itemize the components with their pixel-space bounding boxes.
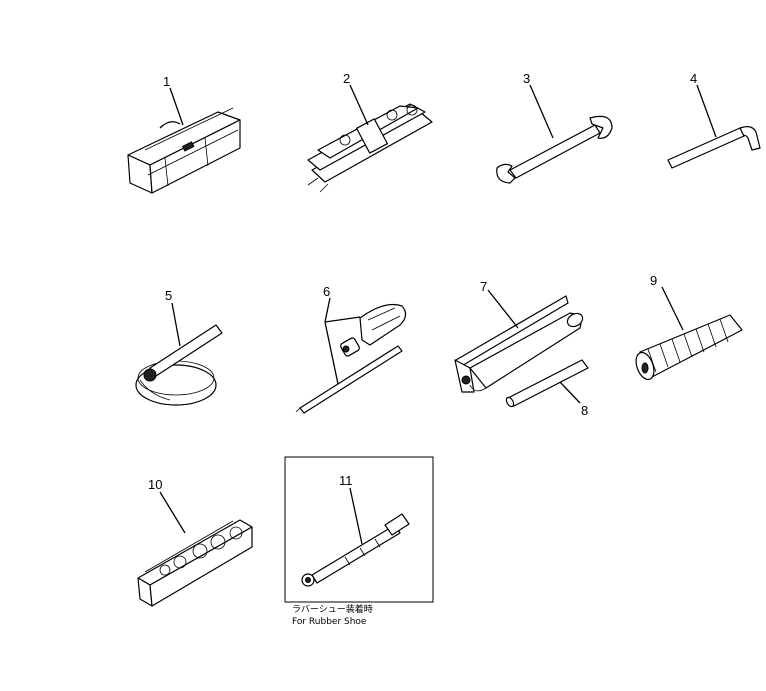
- part-number-9: 9: [650, 273, 657, 288]
- leader-3: [529, 84, 554, 139]
- leader-9: [661, 286, 684, 331]
- leader-6a: [324, 297, 331, 323]
- extension-tube: [505, 359, 589, 408]
- leader-4: [696, 84, 717, 138]
- inset-caption-jp: ラバーシュー装着時: [292, 603, 373, 615]
- leader-6c: [324, 321, 339, 385]
- leader-11: [349, 487, 363, 545]
- part-number-3: 3: [523, 71, 530, 86]
- part-number-2: 2: [343, 71, 350, 86]
- inset-frame: [284, 456, 434, 603]
- leader-5: [171, 302, 181, 347]
- grease-gun: [454, 295, 584, 393]
- part-number-1: 1: [163, 74, 170, 89]
- part-number-5: 5: [165, 288, 172, 303]
- part-number-11: 11: [339, 473, 353, 488]
- hex-key: [667, 126, 761, 169]
- part-number-4: 4: [690, 71, 697, 86]
- leader-7: [487, 289, 519, 329]
- leader-8: [559, 381, 581, 404]
- wrench-set: [307, 103, 433, 193]
- socket-set-case: [137, 519, 253, 607]
- grease-fitting-tool: [301, 513, 410, 587]
- part-number-6: 6: [323, 284, 330, 299]
- screwdriver-set: [295, 303, 407, 414]
- part-number-8: 8: [581, 403, 588, 418]
- inset-caption-en: For Rubber Shoe: [292, 617, 367, 627]
- tool-bag: [127, 107, 241, 194]
- leader-10: [159, 491, 186, 534]
- part-number-7: 7: [480, 279, 487, 294]
- leader-6b: [324, 316, 361, 323]
- filter-wrench: [135, 324, 223, 406]
- dust-boot: [635, 314, 743, 381]
- leader-2: [349, 84, 369, 126]
- leader-1: [169, 87, 184, 126]
- open-end-wrench: [496, 115, 613, 184]
- part-number-10: 10: [148, 477, 162, 492]
